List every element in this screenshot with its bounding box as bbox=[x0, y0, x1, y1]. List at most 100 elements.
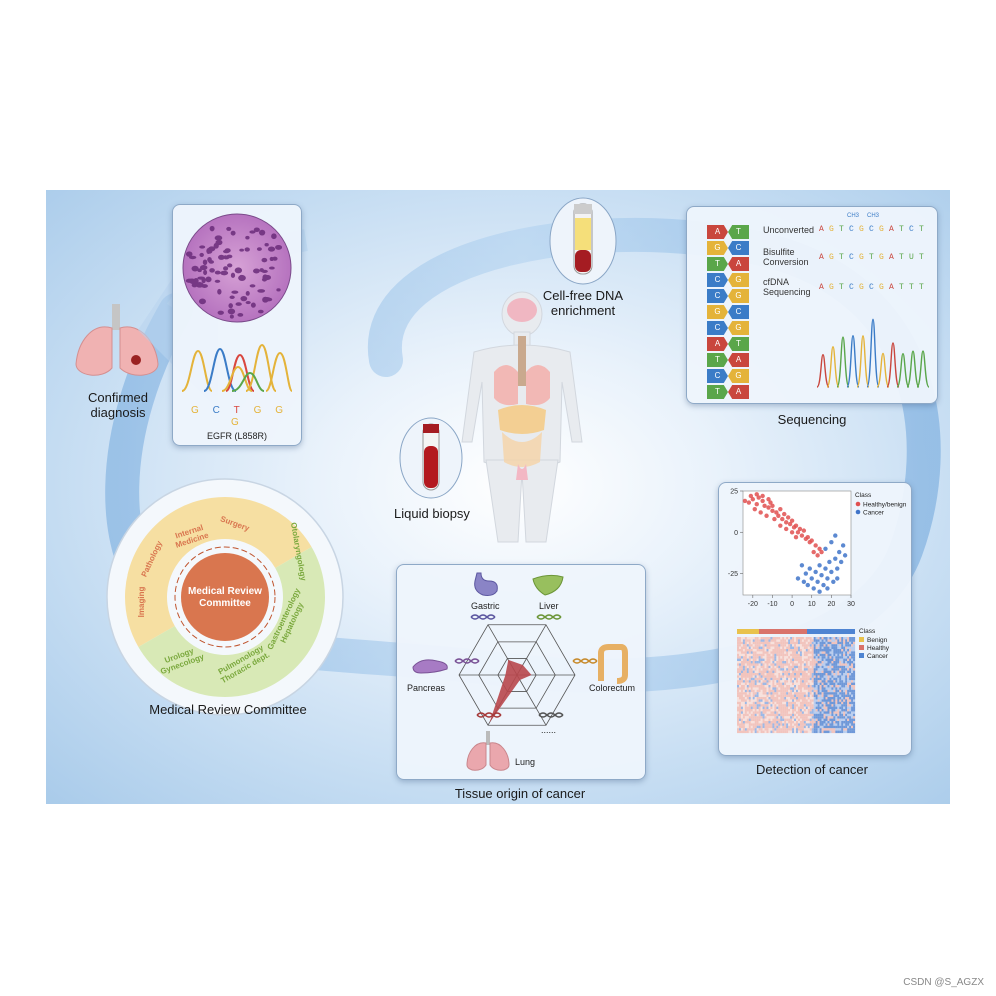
heatmap-cell bbox=[813, 721, 816, 724]
heatmap-cell bbox=[821, 658, 824, 662]
heatmap-cell bbox=[756, 677, 759, 681]
heatmap-cell bbox=[756, 646, 759, 650]
heatmap-cell bbox=[776, 668, 779, 671]
heatmap-cell bbox=[797, 673, 801, 676]
heatmap-cell bbox=[853, 692, 856, 695]
heatmap-cell bbox=[827, 651, 830, 654]
heatmap-cell bbox=[815, 661, 818, 664]
heatmap-cell bbox=[807, 723, 810, 726]
heatmap-cell bbox=[794, 673, 797, 676]
heatmap-cell bbox=[764, 653, 767, 657]
heatmap-cell bbox=[752, 644, 755, 647]
heatmap-cell bbox=[762, 685, 765, 688]
heatmap-cell bbox=[849, 680, 852, 683]
heatmap-cell bbox=[803, 706, 806, 710]
histology-image bbox=[182, 213, 292, 323]
heatmap-cell bbox=[794, 687, 797, 690]
heatmap-cell bbox=[746, 649, 749, 652]
heatmap-cell bbox=[780, 701, 783, 705]
heatmap-cell bbox=[813, 725, 816, 729]
heatmap-cell bbox=[788, 723, 791, 726]
heatmap-cell bbox=[813, 701, 816, 705]
heatmap-cell bbox=[754, 711, 757, 714]
heatmap-cell bbox=[782, 728, 785, 731]
heatmap-cell bbox=[831, 709, 834, 712]
heatmap-cell bbox=[839, 723, 842, 726]
heatmap-cell bbox=[770, 665, 773, 669]
heatmap-cell bbox=[837, 706, 840, 710]
heatmap-cell bbox=[750, 668, 753, 671]
heatmap-cell bbox=[849, 692, 852, 695]
heatmap-cell bbox=[748, 730, 751, 734]
cell-nucleus bbox=[203, 269, 208, 276]
heatmap-cell bbox=[821, 670, 824, 674]
sequence-base: G bbox=[859, 283, 864, 292]
heatmap-cell bbox=[766, 675, 769, 678]
heatmap-cell bbox=[839, 682, 842, 686]
heatmap-cell bbox=[780, 673, 783, 676]
heatmap-cell bbox=[821, 725, 824, 729]
heatmap-cell bbox=[835, 728, 838, 731]
heatmap-cell bbox=[801, 673, 804, 676]
heatmap-cell bbox=[778, 711, 781, 714]
heatmap-cell bbox=[831, 706, 834, 710]
heatmap-cell bbox=[778, 725, 781, 729]
heatmap-cell bbox=[790, 713, 793, 717]
heatmap-cell bbox=[847, 718, 850, 722]
heatmap-cell bbox=[780, 649, 783, 652]
heatmap-cell bbox=[845, 680, 848, 683]
heatmap-cell bbox=[788, 685, 791, 688]
heatmap-cell bbox=[835, 699, 838, 702]
heatmap-cell bbox=[827, 685, 830, 688]
heatmap-cell bbox=[811, 649, 814, 652]
heatmap-cell bbox=[737, 639, 740, 642]
heatmap-cell bbox=[851, 675, 854, 678]
heatmap-cell bbox=[841, 668, 844, 671]
heatmap-cell bbox=[809, 644, 812, 647]
heatmap-cell bbox=[766, 721, 769, 724]
heatmap-cell bbox=[796, 730, 799, 734]
heatmap-cell bbox=[796, 665, 799, 669]
heatmap-cell bbox=[782, 646, 785, 650]
colorectum-icon bbox=[598, 644, 628, 684]
heatmap-cell bbox=[776, 670, 779, 674]
heatmap-cell bbox=[799, 665, 802, 669]
heatmap-cell bbox=[805, 661, 808, 664]
heatmap-cell bbox=[807, 728, 810, 731]
heatmap-cell bbox=[758, 656, 761, 659]
liver-icon bbox=[532, 574, 564, 596]
heatmap-cell bbox=[841, 685, 844, 688]
heatmap-cell bbox=[756, 644, 759, 647]
heatmap-cell bbox=[748, 639, 751, 642]
heatmap-cell bbox=[756, 649, 759, 652]
heatmap-cell bbox=[737, 701, 740, 705]
heatmap-cell bbox=[815, 663, 818, 666]
heatmap-cell bbox=[737, 689, 740, 693]
heatmap-cell bbox=[796, 723, 799, 726]
heatmap-cell bbox=[776, 656, 779, 659]
heatmap-cell bbox=[744, 709, 747, 712]
heatmap-cell bbox=[835, 661, 838, 664]
heatmap-cell bbox=[799, 697, 802, 700]
heatmap-cell bbox=[829, 709, 832, 712]
heatmap-cell bbox=[801, 704, 804, 707]
heatmap-cell bbox=[827, 721, 830, 724]
heatmap-cell bbox=[770, 685, 773, 688]
heatmap-cell bbox=[853, 728, 856, 731]
heatmap-cell bbox=[786, 663, 789, 666]
heatmap-cell bbox=[843, 699, 846, 702]
heatmap-cell bbox=[831, 723, 834, 726]
heatmap-cell bbox=[792, 711, 795, 714]
heatmap-cell bbox=[752, 673, 755, 676]
heatmap-cell bbox=[746, 704, 749, 707]
heatmap-cell bbox=[841, 709, 844, 712]
scatter-point bbox=[758, 510, 763, 515]
heatmap-cell bbox=[839, 641, 842, 645]
cell-nucleus bbox=[262, 274, 268, 281]
heatmap-cell bbox=[831, 644, 834, 647]
heatmap-cell bbox=[752, 694, 755, 698]
heatmap-cell bbox=[766, 694, 769, 698]
heatmap-cell bbox=[847, 651, 850, 654]
heatmap-cell bbox=[829, 687, 832, 690]
heatmap-cell bbox=[750, 709, 753, 712]
